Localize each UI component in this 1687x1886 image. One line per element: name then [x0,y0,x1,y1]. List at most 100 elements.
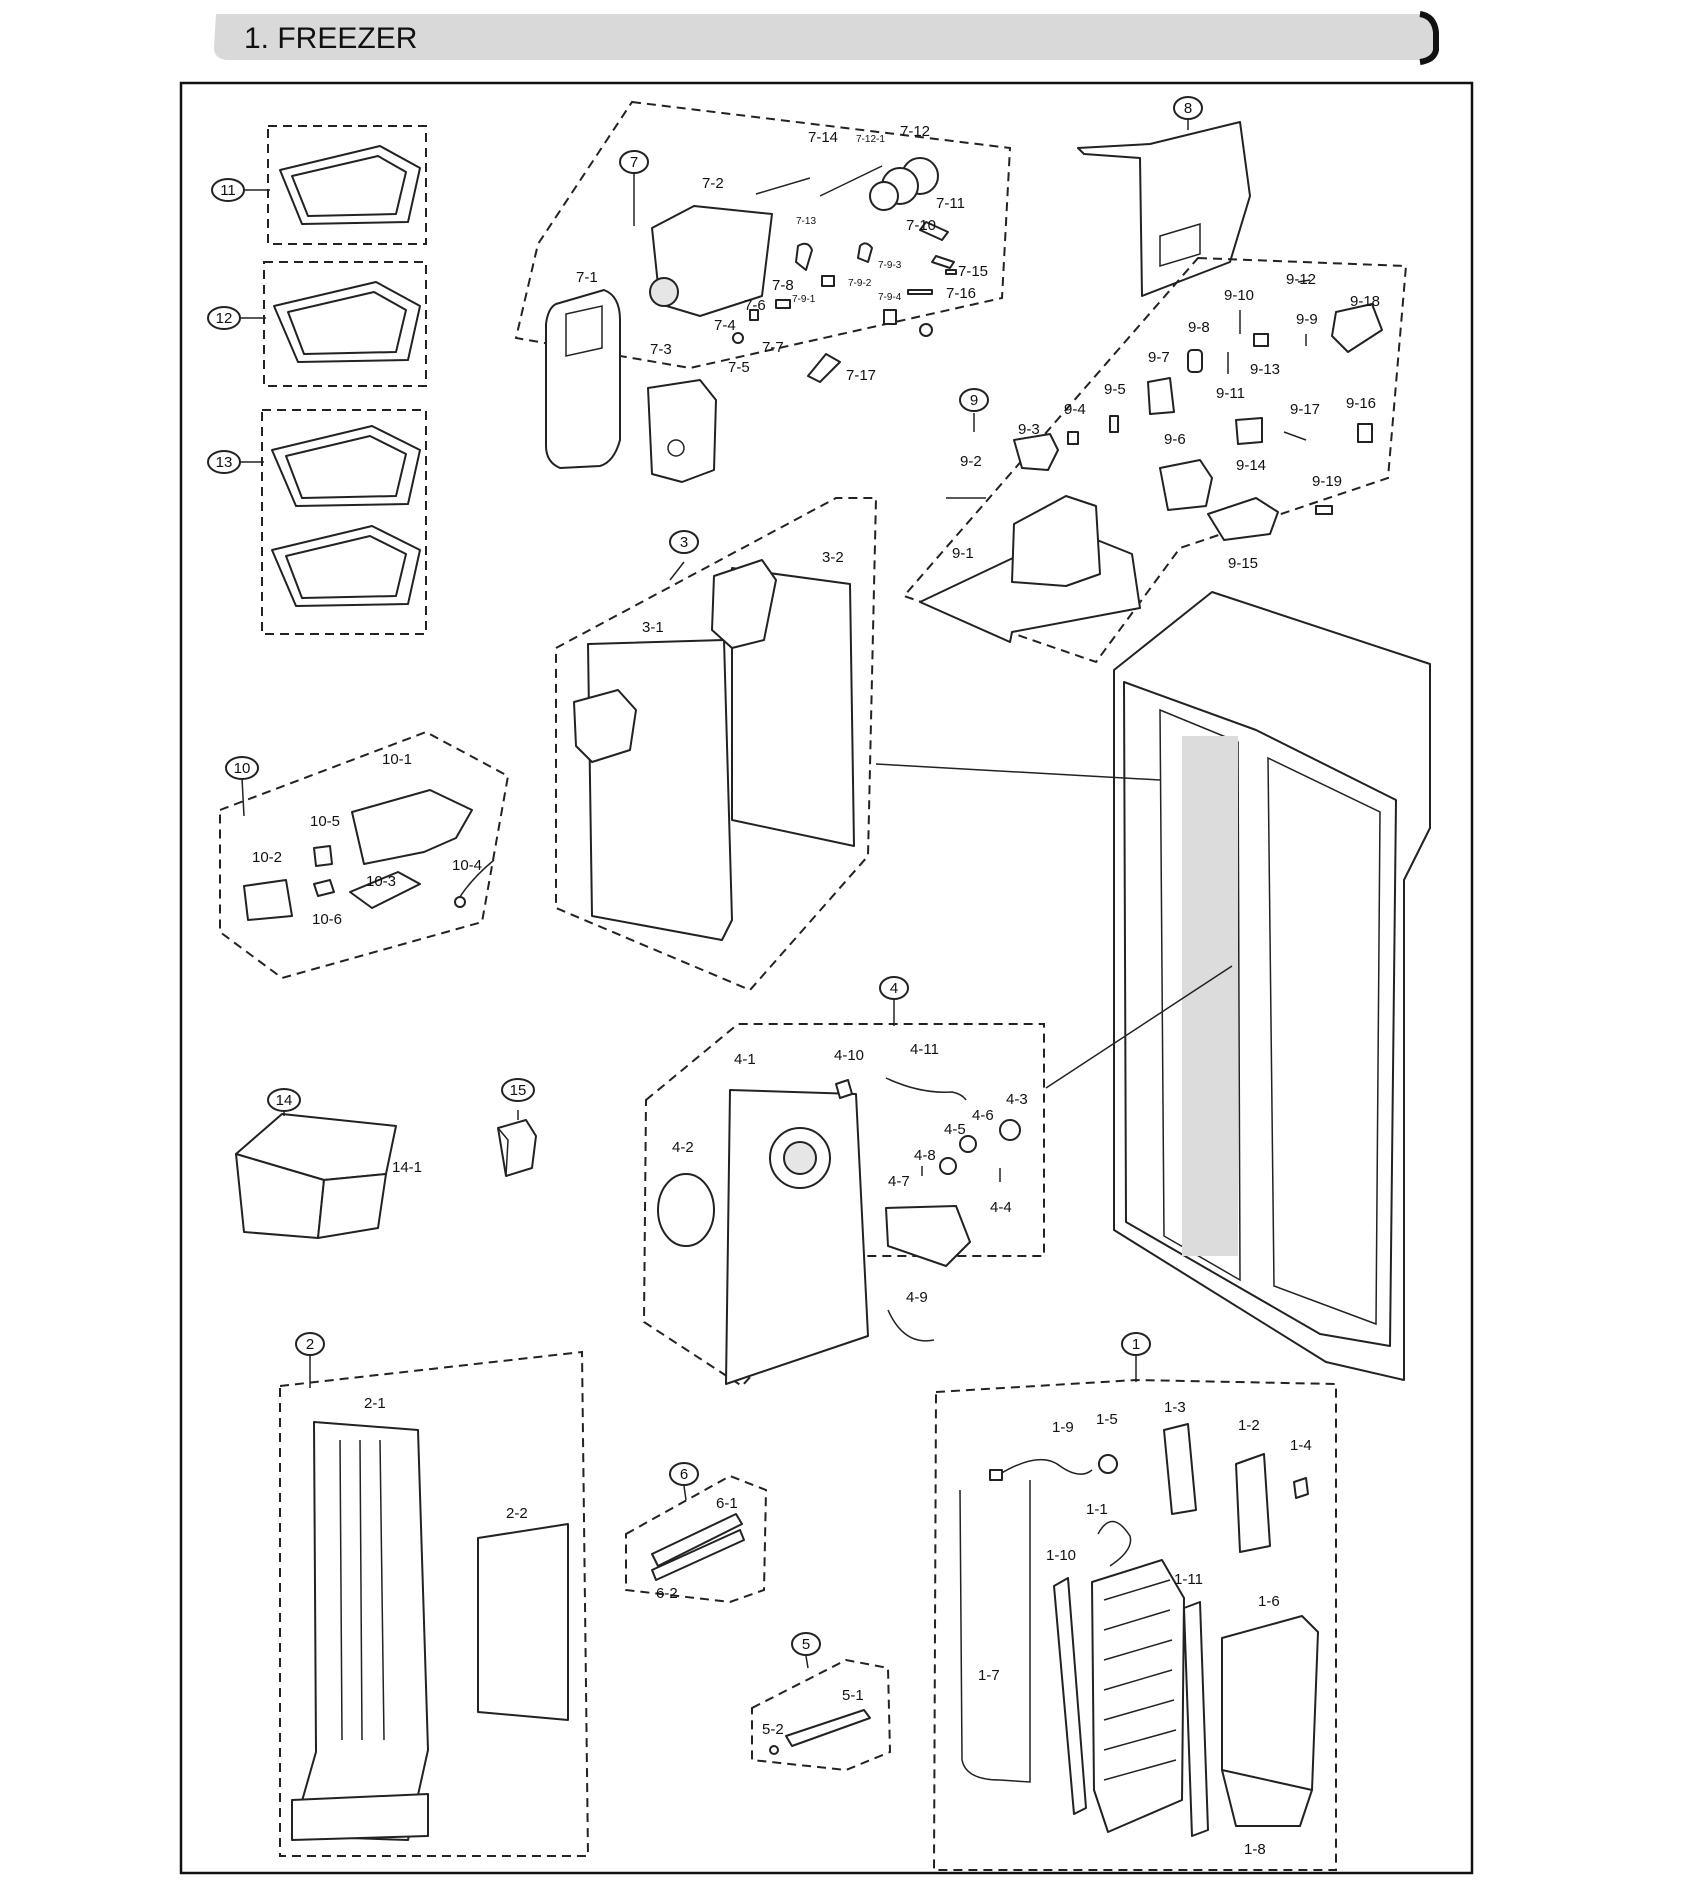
label-10-3: 10-3 [366,873,396,890]
label-7-11: 7-11 [936,195,965,212]
svg-text:12: 12 [216,310,233,327]
svg-text:8: 8 [1184,100,1192,117]
label-1-1: 1-1 [1086,1501,1108,1518]
label-1-11: 1-11 [1174,1571,1203,1588]
label-4-6: 4-6 [972,1107,994,1124]
label-7-5: 7-5 [728,359,750,376]
label-7-15: 7-15 [958,263,988,280]
group-callouts: 1 2 3 4 5 6 7 8 9 10 11 12 13 14 15 [207,96,1203,1656]
label-7-16: 7-16 [946,285,976,302]
group-13-shelves [240,409,427,635]
label-9-7: 9-7 [1148,349,1170,366]
label-7-7: 7-7 [762,339,784,356]
page-title: 1. FREEZER [244,22,417,55]
label-6-1: 6-1 [716,1495,738,1512]
label-7-14: 7-14 [808,129,838,146]
label-7-12: 7-12 [900,123,930,140]
label-4-10: 4-10 [834,1047,864,1064]
svg-text:14: 14 [276,1092,293,1109]
label-9-19: 9-19 [1312,473,1342,490]
callout-11: 11 [211,178,245,202]
label-9-13: 9-13 [1250,361,1280,378]
group-1-evaporator [932,1356,1337,1871]
group-7-ice-dispenser [514,100,1012,483]
group-9-control-duct [902,256,1408,664]
group-8-bracket-cover [1077,120,1251,297]
label-9-17: 9-17 [1290,401,1320,418]
label-4-11: 4-11 [910,1041,939,1058]
diagram-frame [179,81,1474,1875]
label-1-3: 1-3 [1164,1399,1186,1416]
label-4-7: 4-7 [888,1173,910,1190]
callout-5: 5 [791,1632,821,1656]
svg-text:7: 7 [630,154,638,171]
label-10-2: 10-2 [252,849,282,866]
label-1-8: 1-8 [1244,1841,1266,1858]
part-labels: 1-1 1-2 1-3 1-4 1-5 1-6 1-7 1-8 1-9 1-10… [252,123,1380,1858]
label-3-2: 3-2 [822,549,844,566]
svg-text:6: 6 [680,1466,688,1483]
label-7-1: 7-1 [576,269,598,286]
label-9-10: 9-10 [1224,287,1254,304]
callout-2: 2 [295,1332,325,1356]
label-7-10: 7-10 [906,217,936,234]
label-2-2: 2-2 [506,1505,528,1522]
label-10-6: 10-6 [312,911,342,928]
callout-6: 6 [669,1462,699,1486]
label-7-12-1: 7-12-1 [856,134,885,145]
label-5-2: 5-2 [762,1721,784,1738]
label-9-11: 9-11 [1216,385,1245,402]
label-9-3: 9-3 [1018,421,1040,438]
label-1-2: 1-2 [1238,1417,1260,1434]
callout-9: 9 [959,388,989,412]
label-10-5: 10-5 [310,813,340,830]
label-9-8: 9-8 [1188,319,1210,336]
group-6-rail [625,1474,768,1604]
label-14-1: 14-1 [392,1159,422,1176]
label-10-1: 10-1 [382,751,412,768]
svg-text:13: 13 [216,454,233,471]
label-6-2: 6-2 [656,1585,678,1602]
label-10-4: 10-4 [452,857,482,874]
group-5-heater-strip [751,1655,892,1772]
callout-13: 13 [207,450,241,474]
label-9-1: 9-1 [952,545,974,562]
label-7-9-2: 7-9-2 [848,278,872,289]
label-4-4: 4-4 [990,1199,1012,1216]
label-7-6: 7-6 [744,297,766,314]
label-4-1: 4-1 [734,1051,756,1068]
label-7-9-1: 7-9-1 [792,294,816,305]
label-1-7: 1-7 [978,1667,1000,1684]
label-3-1: 3-1 [642,619,664,636]
label-1-4: 1-4 [1290,1437,1312,1454]
callout-12: 12 [207,306,241,330]
label-1-6: 1-6 [1258,1593,1280,1610]
header-banner: 1. FREEZER [214,11,1439,65]
label-2-1: 2-1 [364,1395,386,1412]
label-7-8: 7-8 [772,277,794,294]
label-9-6: 9-6 [1164,431,1186,448]
label-9-5: 9-5 [1104,381,1126,398]
callout-14: 14 [267,1088,301,1112]
callout-3: 3 [669,530,699,554]
label-9-2: 9-2 [960,453,982,470]
label-4-9: 4-9 [906,1289,928,1306]
freezer-cabinet [875,591,1431,1381]
svg-text:5: 5 [802,1636,810,1653]
label-9-15: 9-15 [1228,555,1258,572]
label-1-10: 1-10 [1046,1547,1076,1564]
label-5-1: 5-1 [842,1687,864,1704]
label-9-9: 9-9 [1296,311,1318,328]
label-7-4: 7-4 [714,317,736,334]
callout-1: 1 [1121,1332,1151,1356]
svg-text:11: 11 [220,182,236,199]
svg-text:2: 2 [306,1336,314,1353]
label-7-13: 7-13 [796,216,816,227]
label-9-16: 9-16 [1346,395,1376,412]
svg-text:9: 9 [970,392,978,409]
group-12-shelf [240,261,427,387]
group-10-ice-tray [219,730,510,980]
label-4-2: 4-2 [672,1139,694,1156]
label-1-9: 1-9 [1052,1419,1074,1436]
